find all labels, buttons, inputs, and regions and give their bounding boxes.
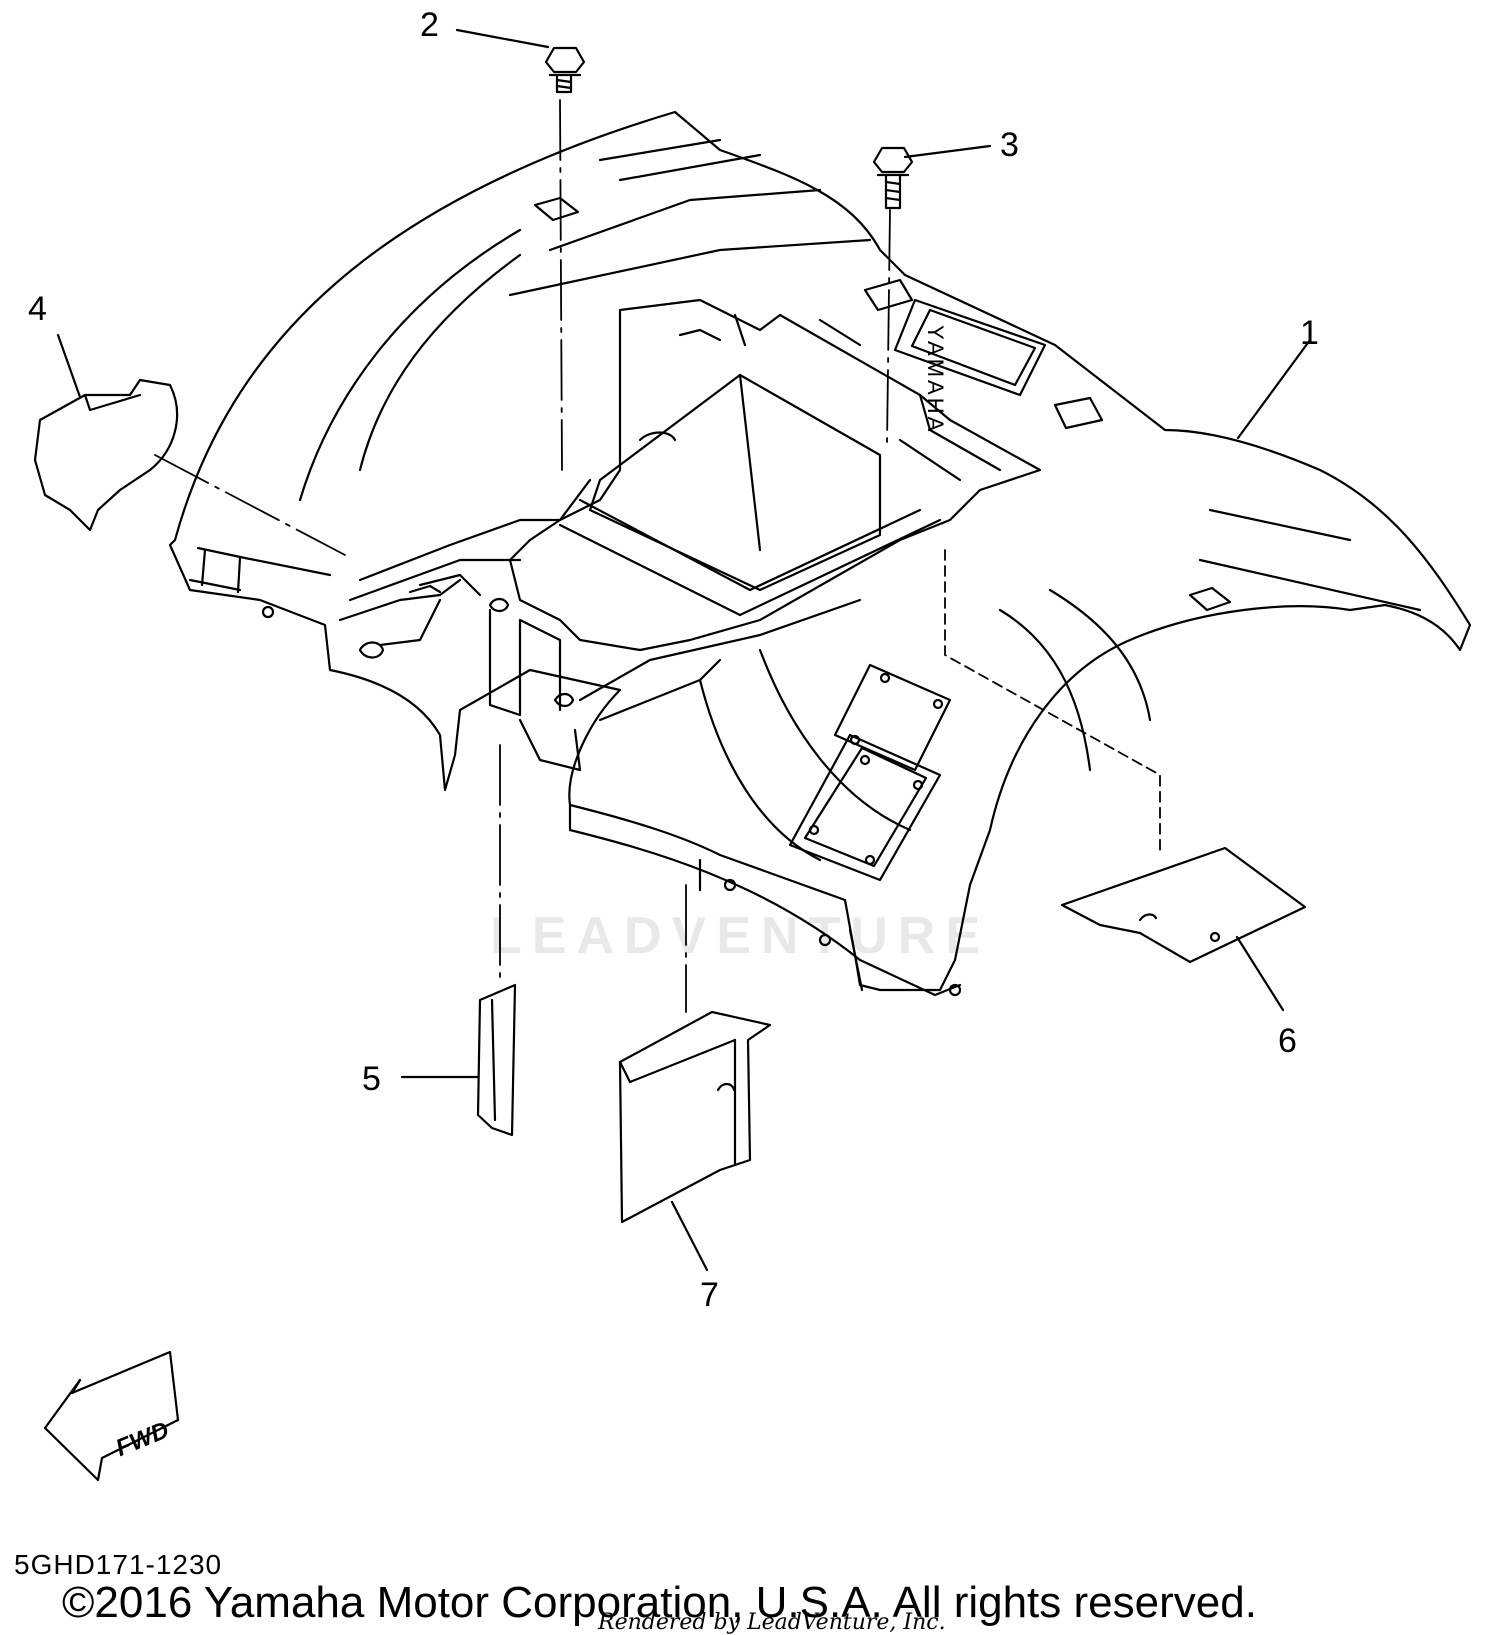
storage-box	[338, 298, 1042, 772]
bolt-3	[872, 146, 914, 210]
callout-4: 4	[28, 290, 47, 328]
part-4-side-cover	[33, 378, 179, 532]
part-6-plate	[1060, 846, 1307, 964]
callout-7: 7	[700, 1276, 719, 1314]
fwd-arrow-icon	[43, 1350, 180, 1482]
part-7-guard	[618, 1010, 772, 1224]
callout-2: 2	[420, 6, 439, 44]
copyright-notice: ©2016 Yamaha Motor Corporation, U.S.A. A…	[62, 1578, 1257, 1627]
leader-lines	[56, 28, 1312, 1272]
rear-fender	[168, 110, 1472, 997]
diagram-code: 5GHD171-1230	[14, 1549, 223, 1580]
part-5-strip	[476, 983, 517, 1137]
rendered-by-credit: Rendered by LeadVenture, Inc.	[598, 1610, 946, 1635]
fender-access-panels	[788, 663, 952, 882]
alignment-lines	[154, 99, 1161, 1013]
callout-6: 6	[1278, 1022, 1297, 1060]
logo-panel	[893, 298, 1047, 397]
watermark: LEADVENTURE	[490, 907, 991, 965]
callout-1: 1	[1300, 314, 1319, 352]
bolt-2	[544, 46, 586, 94]
callout-3: 3	[1000, 126, 1019, 164]
fender-logo-text: YAMAHA	[923, 325, 948, 435]
callout-5: 5	[362, 1060, 381, 1098]
